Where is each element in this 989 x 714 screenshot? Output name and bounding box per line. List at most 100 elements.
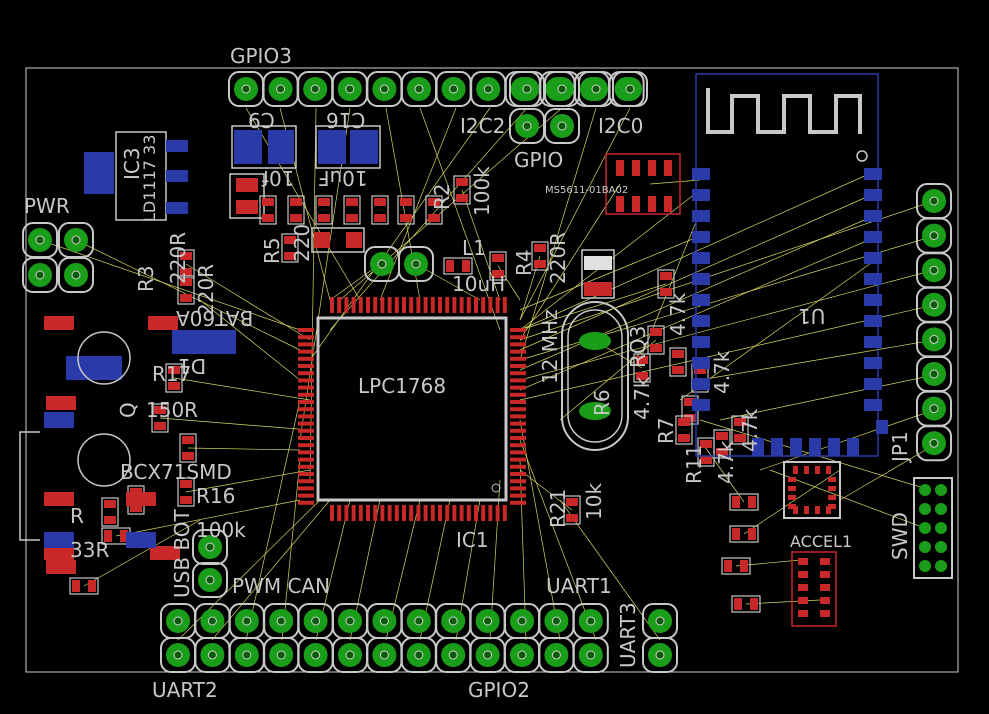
module-outline <box>695 73 879 457</box>
label-l1: L1 <box>462 236 486 260</box>
resistor-pad <box>154 406 166 414</box>
mcu-pin <box>510 392 526 397</box>
module-pin <box>876 420 888 434</box>
resistor-pad <box>168 382 180 390</box>
airwire <box>519 283 667 331</box>
mcu-pin <box>344 297 349 313</box>
bottom-header-pad <box>228 603 265 639</box>
jp1-pad <box>916 390 952 427</box>
bottom-header-pad <box>194 637 231 673</box>
resistor-pad <box>284 252 296 260</box>
label-r4: R4 <box>512 249 536 276</box>
airwire <box>245 399 301 641</box>
accel-pad <box>788 495 796 500</box>
battery-diode <box>66 356 122 380</box>
resistor-pad <box>262 214 274 222</box>
resistor-pad <box>748 496 756 508</box>
airwire <box>519 191 879 351</box>
mcu-pin <box>337 297 342 313</box>
mcu-pin <box>298 407 314 412</box>
pad-drill <box>205 575 215 585</box>
mcu-pin <box>298 335 314 340</box>
sensor-outline <box>605 153 681 215</box>
airwire <box>519 169 879 331</box>
resistor-pad <box>678 418 690 426</box>
pad-drill <box>345 650 355 660</box>
resistor-outline <box>165 363 183 393</box>
bottom-header-pad <box>366 603 403 639</box>
crystal-pad <box>579 402 611 420</box>
module-pin <box>692 273 710 285</box>
pad-outline <box>192 562 228 598</box>
resistor-pad <box>346 198 358 206</box>
label-crystal: 12 MHz <box>538 309 562 384</box>
mcu-pin <box>298 400 314 404</box>
resistor-outline <box>287 195 305 225</box>
pad-drill <box>929 334 939 344</box>
airwire <box>39 239 301 331</box>
bottom-header-pad <box>297 603 334 639</box>
module-pin <box>692 231 710 243</box>
pad-drill <box>207 650 217 660</box>
module-pin <box>809 438 821 456</box>
smd-pad-red <box>44 492 74 506</box>
resistor-pad <box>262 198 274 206</box>
mcu-pin <box>330 505 334 521</box>
label-r16-val: 100k <box>196 518 246 542</box>
resistor-pad <box>672 350 684 358</box>
resistor-pad <box>566 514 578 522</box>
accel-pad <box>793 506 798 514</box>
diode-pad <box>346 232 362 248</box>
smd-pad-blue <box>126 532 156 548</box>
label-c9: C9 <box>248 108 275 132</box>
resistor-outline <box>731 415 749 445</box>
module-pin <box>771 438 783 456</box>
label-uart1: UART1 <box>546 574 612 598</box>
label-r-low: 33R <box>70 538 110 562</box>
mcu-pin <box>373 297 378 313</box>
regulator-pin <box>166 170 188 182</box>
label-gpio3: GPIO3 <box>230 44 292 68</box>
bottom-header-pad <box>435 603 472 639</box>
gpio-pad <box>544 108 580 144</box>
swd-pad <box>935 541 947 553</box>
resistor-pad <box>180 268 192 276</box>
airwire <box>519 107 597 361</box>
mcu-pin <box>298 428 314 433</box>
bottom-header-pad <box>366 637 403 673</box>
label-c16: C16 <box>326 108 366 132</box>
module-pin <box>692 294 710 306</box>
resistor-outline <box>713 429 731 459</box>
resistor-pad <box>182 436 194 444</box>
pad-drill <box>414 616 424 626</box>
mcu-pin <box>438 297 442 313</box>
mcu-pin <box>380 505 385 521</box>
pad-drill <box>929 231 939 241</box>
resistor-outline <box>669 347 687 377</box>
resistor-pad <box>284 236 296 244</box>
resistor-outline <box>343 195 361 225</box>
resistor-pad <box>290 214 302 222</box>
label-r10-val: 4.7k <box>738 408 762 452</box>
resistor-pad <box>180 252 192 260</box>
resistor-outline <box>721 557 751 575</box>
label-r17-val: 150R <box>146 398 199 422</box>
pad-drill <box>71 235 81 245</box>
bottom-header-pad <box>504 603 540 639</box>
mcu-pin <box>510 428 526 433</box>
swd-pad <box>935 560 947 572</box>
sensor-pad <box>664 160 672 176</box>
label-r5-val: 220 <box>290 223 314 262</box>
resistor-pad <box>748 528 756 540</box>
pad-drill <box>517 650 527 660</box>
label-r3: R3 <box>134 265 158 292</box>
module-pin <box>864 273 882 285</box>
module-pin <box>864 357 882 369</box>
swd-pad <box>919 560 931 572</box>
module-pin <box>692 399 710 411</box>
resistor-pad <box>456 194 468 202</box>
resistor-outline <box>489 251 507 281</box>
label-jp1: JP1 <box>888 431 912 462</box>
mcu-pin <box>510 356 526 361</box>
